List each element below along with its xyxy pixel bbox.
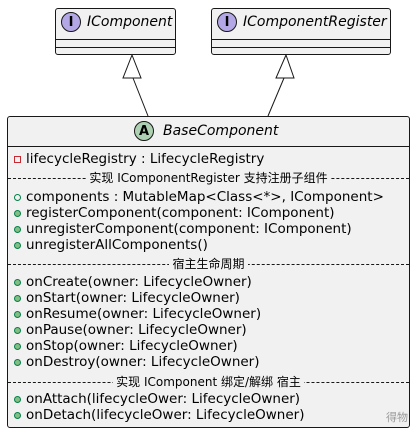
method-on-resume: onResume(owner: LifecycleOwner) [14,306,261,322]
class-name: BaseComponent [163,123,279,139]
section-label: 实现 IComponentRegister 支持注册子组件 [8,171,409,185]
section-label: 宿主生命周期 [8,257,409,271]
method-unregister-all-components: unregisterAllComponents() [14,237,208,253]
method-on-destroy: onDestroy(owner: LifecycleOwner) [14,354,260,370]
member-text: onStop(owner: LifecycleOwner) [26,338,238,354]
section-label-text: 宿主生命周期 [169,257,248,271]
interface-name: IComponent [87,14,173,30]
divider [56,47,175,48]
method-on-attach: onAttach(lifecycleOwer: LifecycleOwner) [14,391,300,407]
method-on-pause: onPause(owner: LifecycleOwner) [14,322,247,338]
public-method-icon [14,241,21,249]
public-method-icon [14,326,21,334]
private-visibility-icon [14,155,21,163]
public-method-icon [14,411,21,419]
member-text: unregisterComponent(component: IComponen… [26,221,352,237]
interface-badge-icon: I [217,12,237,32]
public-method-icon [14,358,21,366]
inheritance-arrowhead [122,53,142,79]
interface-name: IComponentRegister [243,14,387,30]
divider [212,47,390,48]
method-on-start: onStart(owner: LifecycleOwner) [14,290,240,306]
member-text: components : MutableMap<Class<*>, ICompo… [26,189,384,205]
member-text: onAttach(lifecycleOwer: LifecycleOwner) [26,391,301,407]
section-label-text: 实现 IComponentRegister 支持注册子组件 [86,171,331,185]
public-method-icon [14,209,21,217]
class-header: A BaseComponent [134,121,278,141]
member-text: onResume(owner: LifecycleOwner) [26,306,262,322]
interface-header: I IComponent [61,12,172,32]
class-basecomponent[interactable]: A BaseComponent lifecycleRegistry : Life… [7,116,410,428]
inheritance-arrowhead [275,53,295,79]
link-icomponent [122,53,149,117]
method-register-component: registerComponent(component: IComponent) [14,205,335,221]
interface-badge-icon: I [61,12,81,32]
member-text: onDestroy(owner: LifecycleOwner) [26,354,260,370]
section-label-text: 实现 IComponent 绑定/解绑 宿主 [113,375,304,389]
abstract-badge-icon: A [134,121,154,141]
member-text: registerComponent(component: IComponent) [26,205,335,221]
divider [56,39,175,40]
public-method-icon [14,225,21,233]
public-method-icon [14,395,21,403]
public-method-icon [14,310,21,318]
link-icomponentregister [267,53,295,117]
public-field-icon [14,193,21,201]
member-text: onPause(owner: LifecycleOwner) [26,322,247,338]
watermark: 得物 [386,411,408,424]
field-components: components : MutableMap<Class<*>, ICompo… [14,189,384,205]
field-lifecycle-registry: lifecycleRegistry : LifecycleRegistry [14,151,264,167]
public-method-icon [14,278,21,286]
public-method-icon [14,342,21,350]
divider [8,146,409,147]
method-on-create: onCreate(owner: LifecycleOwner) [14,274,252,290]
interface-icomponent[interactable]: I IComponent [55,8,176,55]
divider [212,39,390,40]
interface-header: I IComponentRegister [217,12,387,32]
member-text: unregisterAllComponents() [26,237,208,253]
method-on-detach: onDetach(lifecycleOwer: LifecycleOwner) [14,407,304,423]
section-label: 实现 IComponent 绑定/解绑 宿主 [8,375,409,389]
member-text: onDetach(lifecycleOwer: LifecycleOwner) [26,407,305,423]
member-text: lifecycleRegistry : LifecycleRegistry [26,151,265,167]
interface-icomponentregister[interactable]: I IComponentRegister [211,8,391,55]
method-unregister-component: unregisterComponent(component: IComponen… [14,221,352,237]
public-method-icon [14,294,21,302]
member-text: onCreate(owner: LifecycleOwner) [26,274,252,290]
member-text: onStart(owner: LifecycleOwner) [26,290,240,306]
method-on-stop: onStop(owner: LifecycleOwner) [14,338,238,354]
